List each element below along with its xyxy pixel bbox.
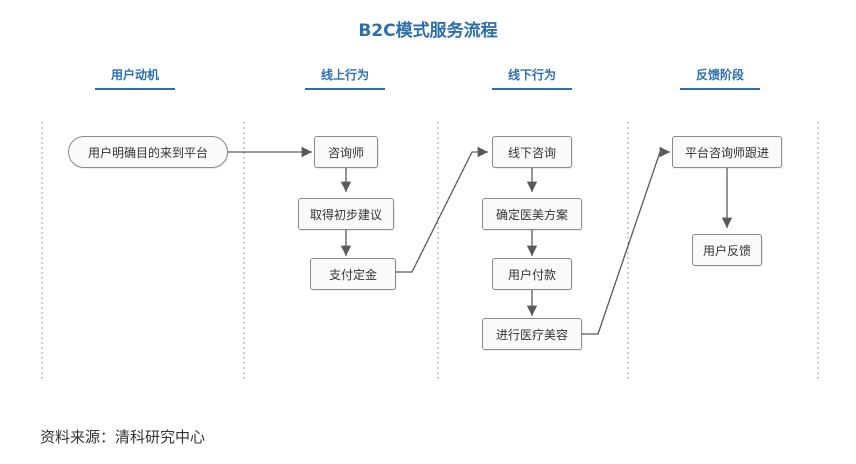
connectors-layer [41, 122, 819, 380]
node-followup: 平台咨询师跟进 [672, 136, 782, 168]
lane-underline [95, 88, 175, 90]
node-plan: 确定医美方案 [482, 198, 582, 230]
node-user-arrival: 用户明确目的来到平台 [68, 136, 228, 168]
node-offline-consult: 线下咨询 [492, 136, 572, 168]
arrow-deposit-to-offline-consult [396, 146, 488, 273]
node-initial-advice: 取得初步建议 [298, 198, 394, 230]
node-payment: 用户付款 [492, 258, 572, 290]
lane-header-online-behavior: 线上行为 [320, 68, 369, 82]
lane-underline [680, 88, 760, 90]
diagram-title: B2C模式服务流程 [358, 21, 498, 41]
lane-underline [492, 88, 572, 90]
lane-header-user-motivation: 用户动机 [110, 68, 159, 82]
node-feedback: 用户反馈 [692, 234, 762, 266]
flowchart: B2C模式服务流程 用户动机 线上行为 线下行为 反馈阶段 用户明确目的来到平台… [41, 21, 819, 380]
lane-header-feedback-stage: 反馈阶段 [695, 68, 744, 82]
node-deposit: 支付定金 [310, 258, 396, 290]
node-treatment: 进行医疗美容 [482, 318, 582, 350]
lane-underline [305, 88, 385, 90]
node-consultant: 咨询师 [314, 136, 378, 168]
source-note: 资料来源：清科研究中心 [40, 428, 206, 446]
lane-header-offline-behavior: 线下行为 [507, 68, 556, 82]
arrow-treatment-to-followup [582, 146, 670, 335]
